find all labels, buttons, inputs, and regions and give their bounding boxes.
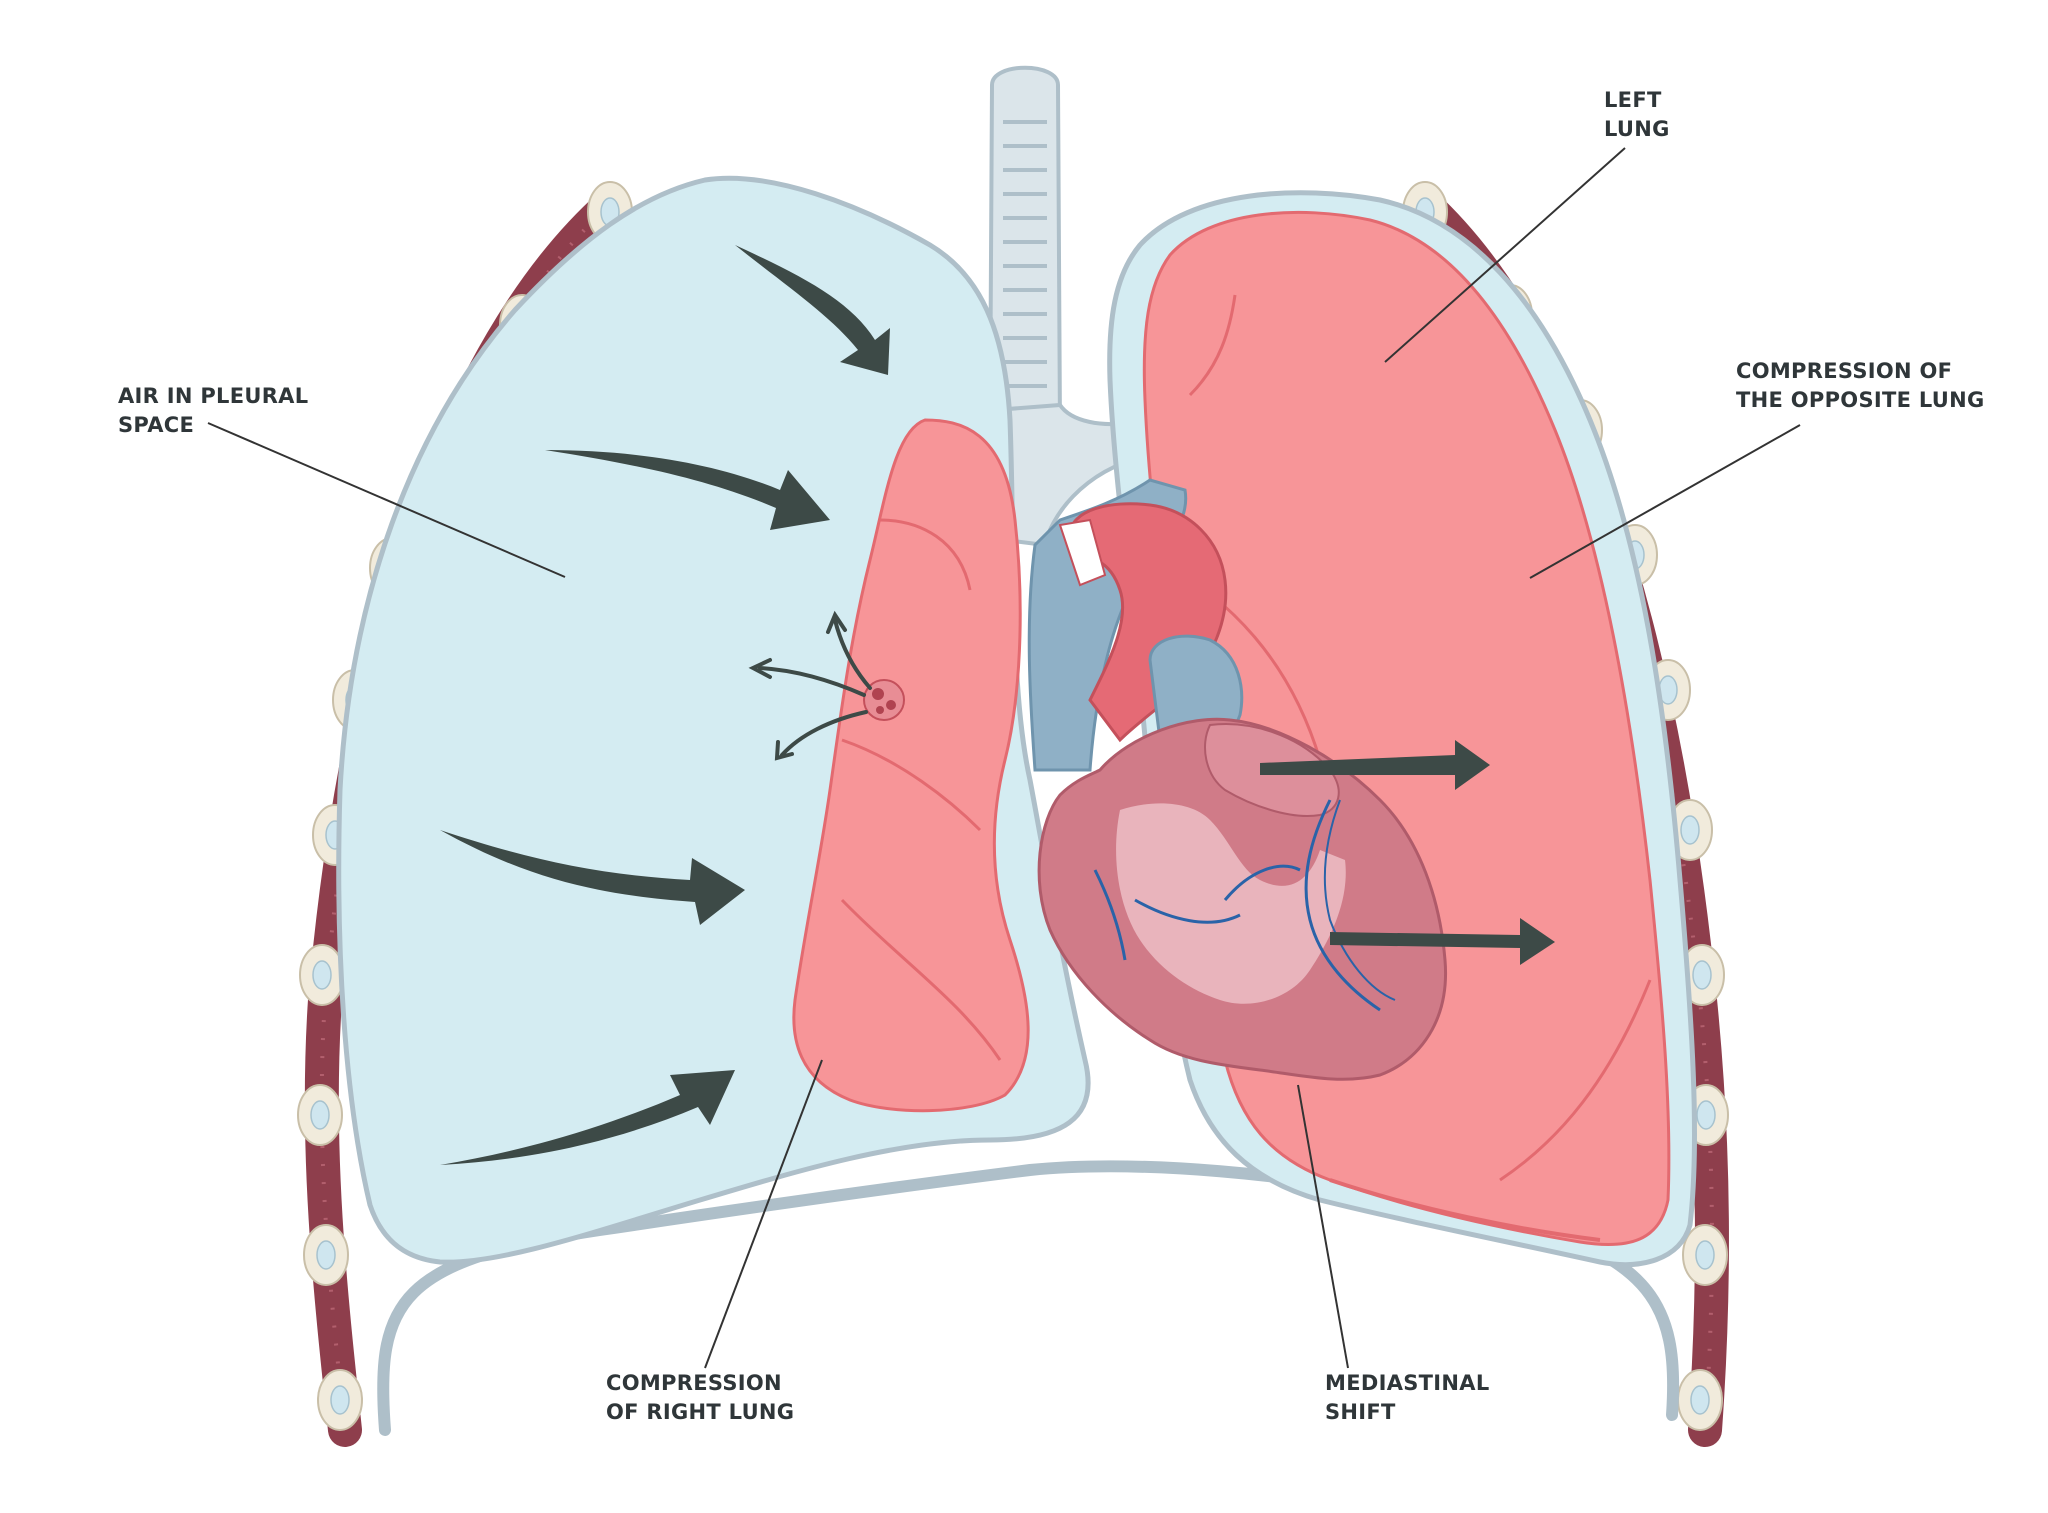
label-mediastinal-shift: MEDIASTINAL SHIFT [1325, 1371, 1490, 1424]
air-pressure-arrows [440, 245, 890, 1165]
collapsed-right-lung [792, 418, 1030, 1113]
heart [1037, 717, 1448, 1081]
label-compression-right-lung: COMPRESSION OF RIGHT LUNG [606, 1371, 795, 1424]
label-air-in-pleural-space: AIR IN PLEURAL SPACE [118, 384, 309, 437]
rupture-site [863, 679, 905, 721]
air-leak-arrows [748, 610, 872, 761]
mediastinal-shift-arrows [1260, 740, 1555, 965]
great-vessels [1027, 478, 1244, 792]
leader-lines [207, 147, 1801, 1369]
label-compression-opposite-lung: COMPRESSION OF THE OPPOSITE LUNG [1736, 359, 1985, 412]
trachea [987, 65, 1153, 548]
label-left-lung: LEFT LUNG [1604, 88, 1670, 141]
